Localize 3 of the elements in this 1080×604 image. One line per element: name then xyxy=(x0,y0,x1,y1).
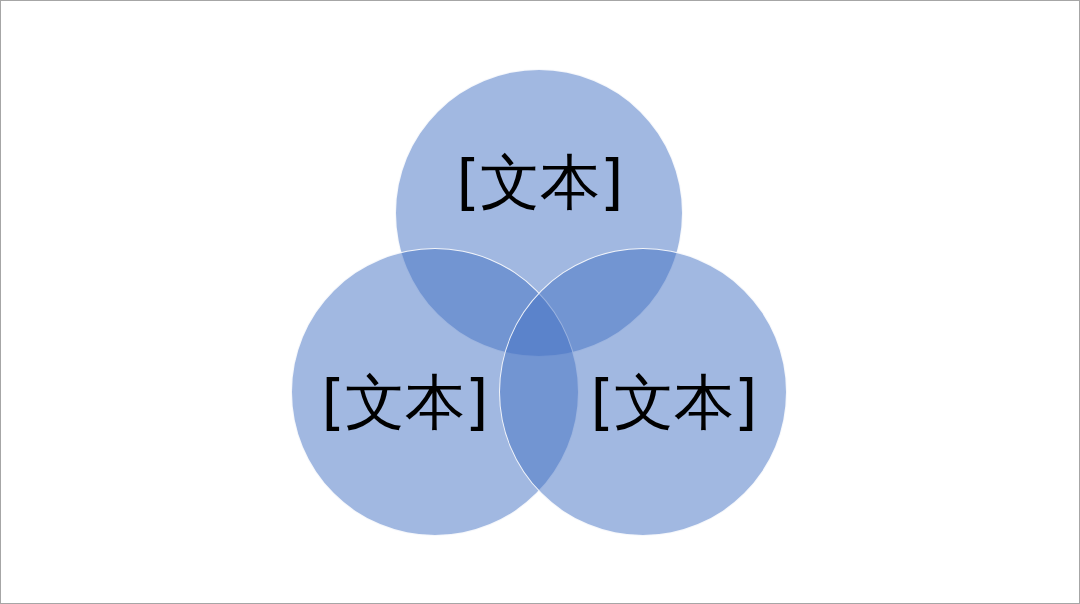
text-label: [文本] xyxy=(590,372,758,432)
text-label: [文本] xyxy=(456,152,624,212)
text-label: [文本] xyxy=(321,372,489,432)
